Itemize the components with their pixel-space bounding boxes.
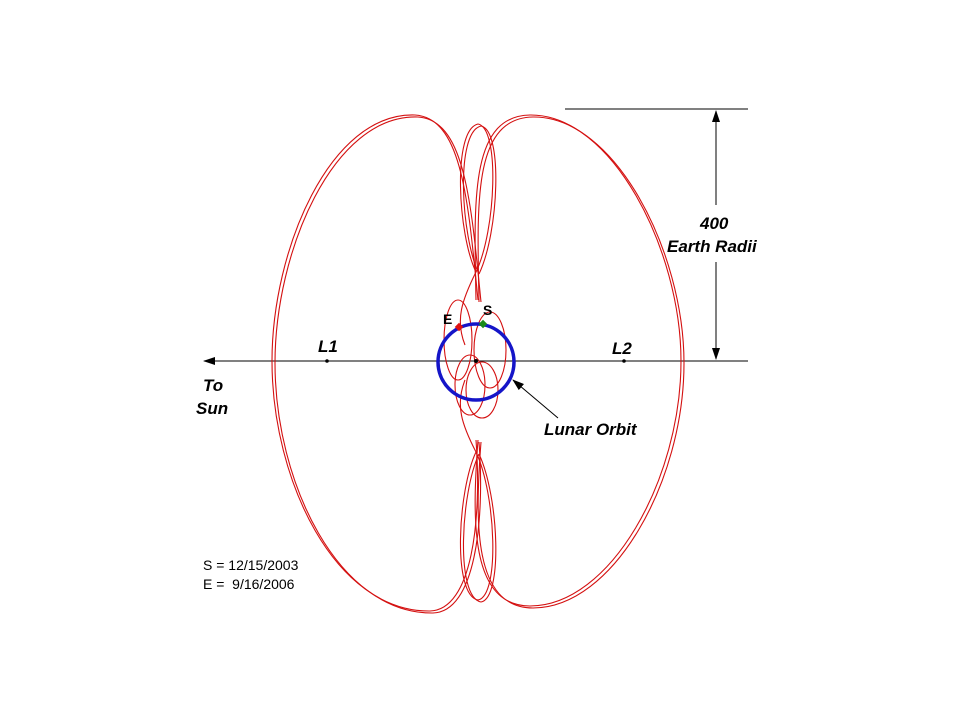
lunar-orbit-pointer [512,379,559,419]
to-sun-label-1: To [203,376,223,395]
trajectory [271,114,685,614]
l2-point [622,359,626,363]
start-point-marker [478,319,488,329]
scale-value-label: 400 [699,214,729,233]
legend-start-date: S = 12/15/2003 [203,557,299,573]
end-point-marker [454,322,464,332]
l2-label: L2 [612,339,632,358]
scale-unit-label: Earth Radii [667,237,758,256]
l1-label: L1 [318,337,338,356]
start-marker-label: S [483,302,492,318]
legend-end-date: E = 9/16/2006 [203,576,295,592]
end-marker-label: E [443,311,452,327]
lunar-orbit-label: Lunar Orbit [544,420,638,439]
lunar-orbit-circle [436,322,516,402]
earth-dot [474,359,478,363]
l1-point [325,359,329,363]
to-sun-label-2: Sun [196,399,228,418]
